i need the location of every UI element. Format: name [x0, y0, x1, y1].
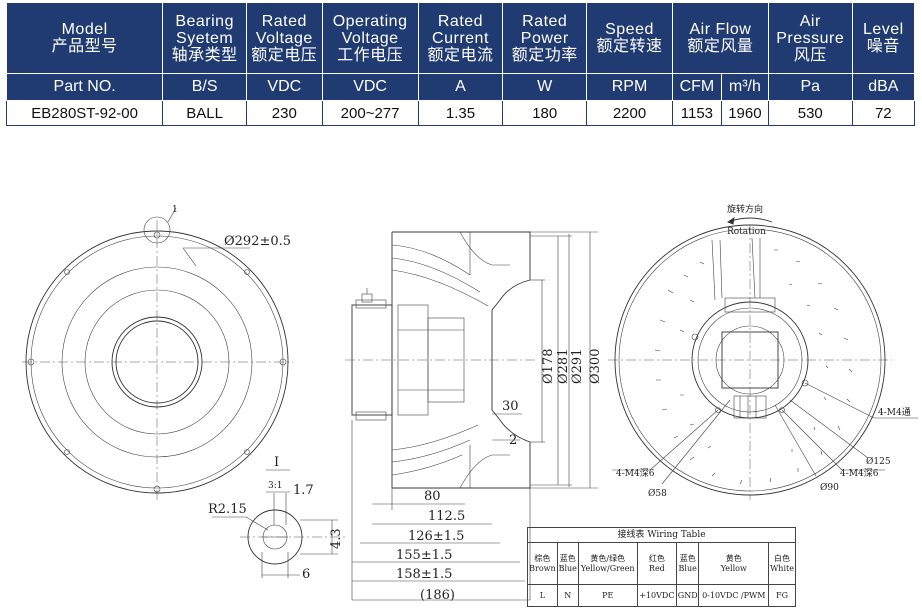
unit-cell: B/S: [162, 73, 248, 101]
detail-dim-6: 6: [302, 567, 310, 582]
callout-m4-depth-left: 4-M4深6: [616, 468, 655, 479]
side-dim-30: 30: [502, 399, 519, 414]
value-operating-voltage: 200~277: [321, 100, 419, 126]
blade-slot-pattern: [654, 249, 853, 485]
value-air-flow-cfm: 1153: [671, 100, 722, 126]
detail-dim-1-7: 1.7: [293, 483, 314, 498]
wire-function: +10VDC: [636, 584, 677, 607]
wire-function: L: [527, 584, 558, 607]
unit-cell: Part NO.: [5, 73, 164, 101]
rotation-label-en: Rotation: [727, 227, 766, 237]
outer-diameter-label: Ø292±0.5: [224, 234, 291, 249]
callout-dia-125: Ø125: [866, 456, 891, 467]
unit-cell: VDC: [321, 73, 419, 101]
detail-view: Ⅰ 3:1 1.7 R2.15 4.3 6: [208, 455, 345, 582]
wire-function: N: [556, 584, 579, 607]
callout-dia-90: Ø90: [820, 482, 839, 493]
value-rated-power: 180: [502, 100, 588, 126]
wiring-value-row: L N PE +10VDC GND 0-10VDC /PWM FG: [527, 584, 796, 607]
callout-dia-58: Ø58: [648, 488, 667, 499]
wire-function: PE: [577, 584, 638, 607]
unit-cell: A: [417, 73, 504, 101]
value-part-no: EB280ST-92-00: [5, 100, 164, 126]
wire-function: 0-10VDC /PWM: [698, 584, 770, 607]
callout-m4-through: 4-M4通: [878, 407, 911, 418]
side-dim-2: 2: [509, 433, 517, 448]
unit-cell: dBA: [851, 73, 916, 101]
spec-value-row: EB280ST-92-00 BALL 230 200~277 1.35 180 …: [5, 100, 916, 126]
side-dim-300: Ø300: [588, 349, 603, 384]
value-bearing: BALL: [162, 100, 248, 126]
rotation-label-cn: 旋转方向: [727, 203, 763, 215]
side-dim-158: 158±1.5: [396, 567, 452, 582]
detail-dim-4-3: 4.3: [329, 528, 344, 549]
detail-scale: 3:1: [268, 481, 282, 491]
unit-cell: m³/h: [720, 73, 769, 101]
value-rated-voltage: 230: [246, 100, 323, 126]
side-dim-80: 80: [424, 489, 441, 504]
side-dim-291: Ø291: [570, 349, 585, 384]
rear-view: 旋转方向 Rotation 4-M4通 Ø125 4-M4深6 Ø90 4-M4…: [608, 203, 918, 500]
side-dim-126: 126±1.5: [408, 529, 464, 544]
value-air-pressure: 530: [767, 100, 853, 126]
detail-label: Ⅰ: [274, 455, 279, 470]
unit-cell: W: [502, 73, 588, 101]
spec-unit-row: Part NO. B/S VDC VDC A W RPM CFM m³/h Pa…: [5, 73, 916, 101]
detail-radius: R2.15: [208, 502, 247, 517]
callout-m4-depth-right: 4-M4深6: [840, 468, 879, 479]
wiring-table-title: 接线表 Wiring Table: [527, 527, 796, 543]
side-view: Ø178 Ø281 Ø291 Ø300 30 2 80 112.5 126±1.…: [345, 231, 603, 603]
unit-cell: Pa: [767, 73, 853, 101]
side-dim-155: 155±1.5: [396, 548, 452, 563]
wire-function: FG: [768, 584, 796, 607]
unit-cell: RPM: [586, 73, 673, 101]
side-dim-281: Ø281: [556, 349, 571, 384]
side-dim-186: (186): [420, 588, 455, 603]
side-dim-178: Ø178: [541, 349, 556, 384]
value-rated-current: 1.35: [417, 100, 504, 126]
side-dim-112-5: 112.5: [428, 509, 465, 524]
value-speed: 2200: [586, 100, 673, 126]
detail-marker-label: 1: [172, 205, 178, 215]
front-view: 1 Ø292±0.5: [22, 205, 293, 500]
value-air-flow-m3h: 1960: [720, 100, 769, 126]
value-noise: 72: [851, 100, 916, 126]
wire-function: GND: [675, 584, 700, 607]
